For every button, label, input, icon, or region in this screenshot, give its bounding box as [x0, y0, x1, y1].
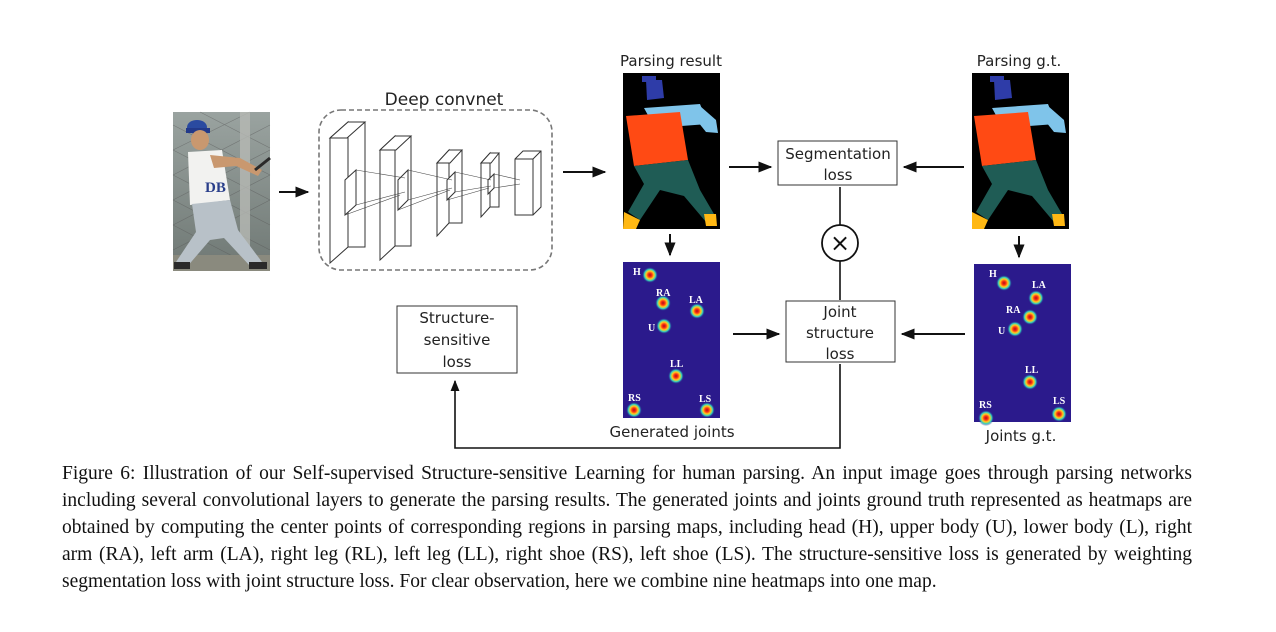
gt-joint-label-u: U: [998, 326, 1005, 337]
parsing-result-map: [623, 73, 720, 229]
ssl-line2: sensitive: [424, 331, 491, 349]
gt-joint-label-ll: LL: [1025, 365, 1039, 376]
joint-loss-line2: structure: [806, 324, 874, 342]
gen-joint-label-la: LA: [689, 295, 704, 306]
gen-joint-label-h: H: [633, 267, 641, 278]
gen-joint-label-ra: RA: [656, 288, 671, 299]
gt-joint-label-ls: LS: [1053, 396, 1066, 407]
joint-loss-line1: Joint: [822, 303, 856, 321]
gen-joint-label-ll: LL: [670, 359, 684, 370]
joints-gt-heatmap: H LA RA U LL RS LS: [974, 264, 1071, 426]
parsing-result-label: Parsing result: [620, 52, 722, 70]
multiply-operator: ×: [821, 224, 859, 262]
svg-text:DB: DB: [205, 180, 226, 196]
input-photo: DB: [172, 111, 271, 271]
pipeline-diagram: DB: [172, 52, 1071, 449]
parsing-gt-label: Parsing g.t.: [977, 52, 1061, 70]
gt-joint-label-ra: RA: [1006, 305, 1021, 316]
parsing-gt-map: [972, 73, 1069, 229]
deep-convnet-block: Deep convnet: [318, 90, 553, 271]
joints-gt-label: Joints g.t.: [985, 427, 1057, 445]
gt-joint-label-h: H: [989, 269, 997, 280]
structure-sensitive-loss-box: Structure- sensitive loss: [396, 305, 518, 374]
multiply-symbol: ×: [830, 229, 850, 257]
segmentation-loss-line1: Segmentation: [785, 145, 890, 163]
gen-joint-label-rs: RS: [628, 393, 641, 404]
joint-structure-loss-box: Joint structure loss: [785, 300, 896, 363]
generated-joints-heatmap: H RA LA U LL RS LS: [623, 262, 720, 418]
joint-loss-line3: loss: [826, 345, 855, 363]
figure-caption: Figure 6: Illustration of our Self-super…: [62, 463, 1192, 592]
gt-joint-label-la: LA: [1032, 280, 1047, 291]
gen-joint-label-u: U: [648, 323, 655, 334]
ssl-line1: Structure-: [419, 309, 494, 327]
gen-joint-label-ls: LS: [699, 394, 712, 405]
deep-convnet-label: Deep convnet: [385, 90, 504, 110]
segmentation-loss-box: Segmentation loss: [777, 140, 898, 186]
arrow-feedback-to-ssl: [450, 364, 841, 449]
generated-joints-label: Generated joints: [609, 423, 734, 441]
ssl-line3: loss: [443, 353, 472, 371]
gt-joint-label-rs: RS: [979, 400, 992, 411]
segmentation-loss-line2: loss: [824, 166, 853, 184]
